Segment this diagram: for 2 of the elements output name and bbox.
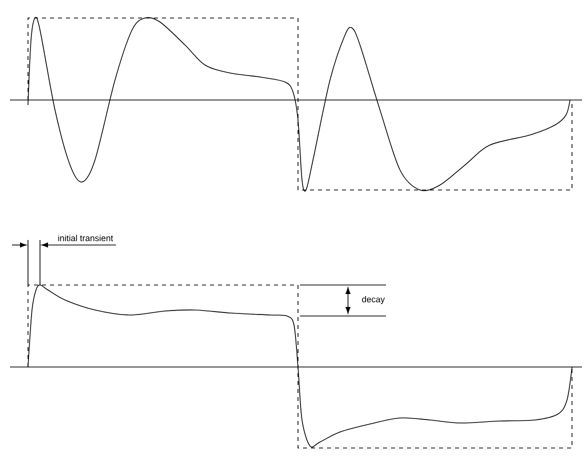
dimension-label: initial transient <box>58 234 114 242</box>
dimension-label: decay <box>362 296 385 304</box>
